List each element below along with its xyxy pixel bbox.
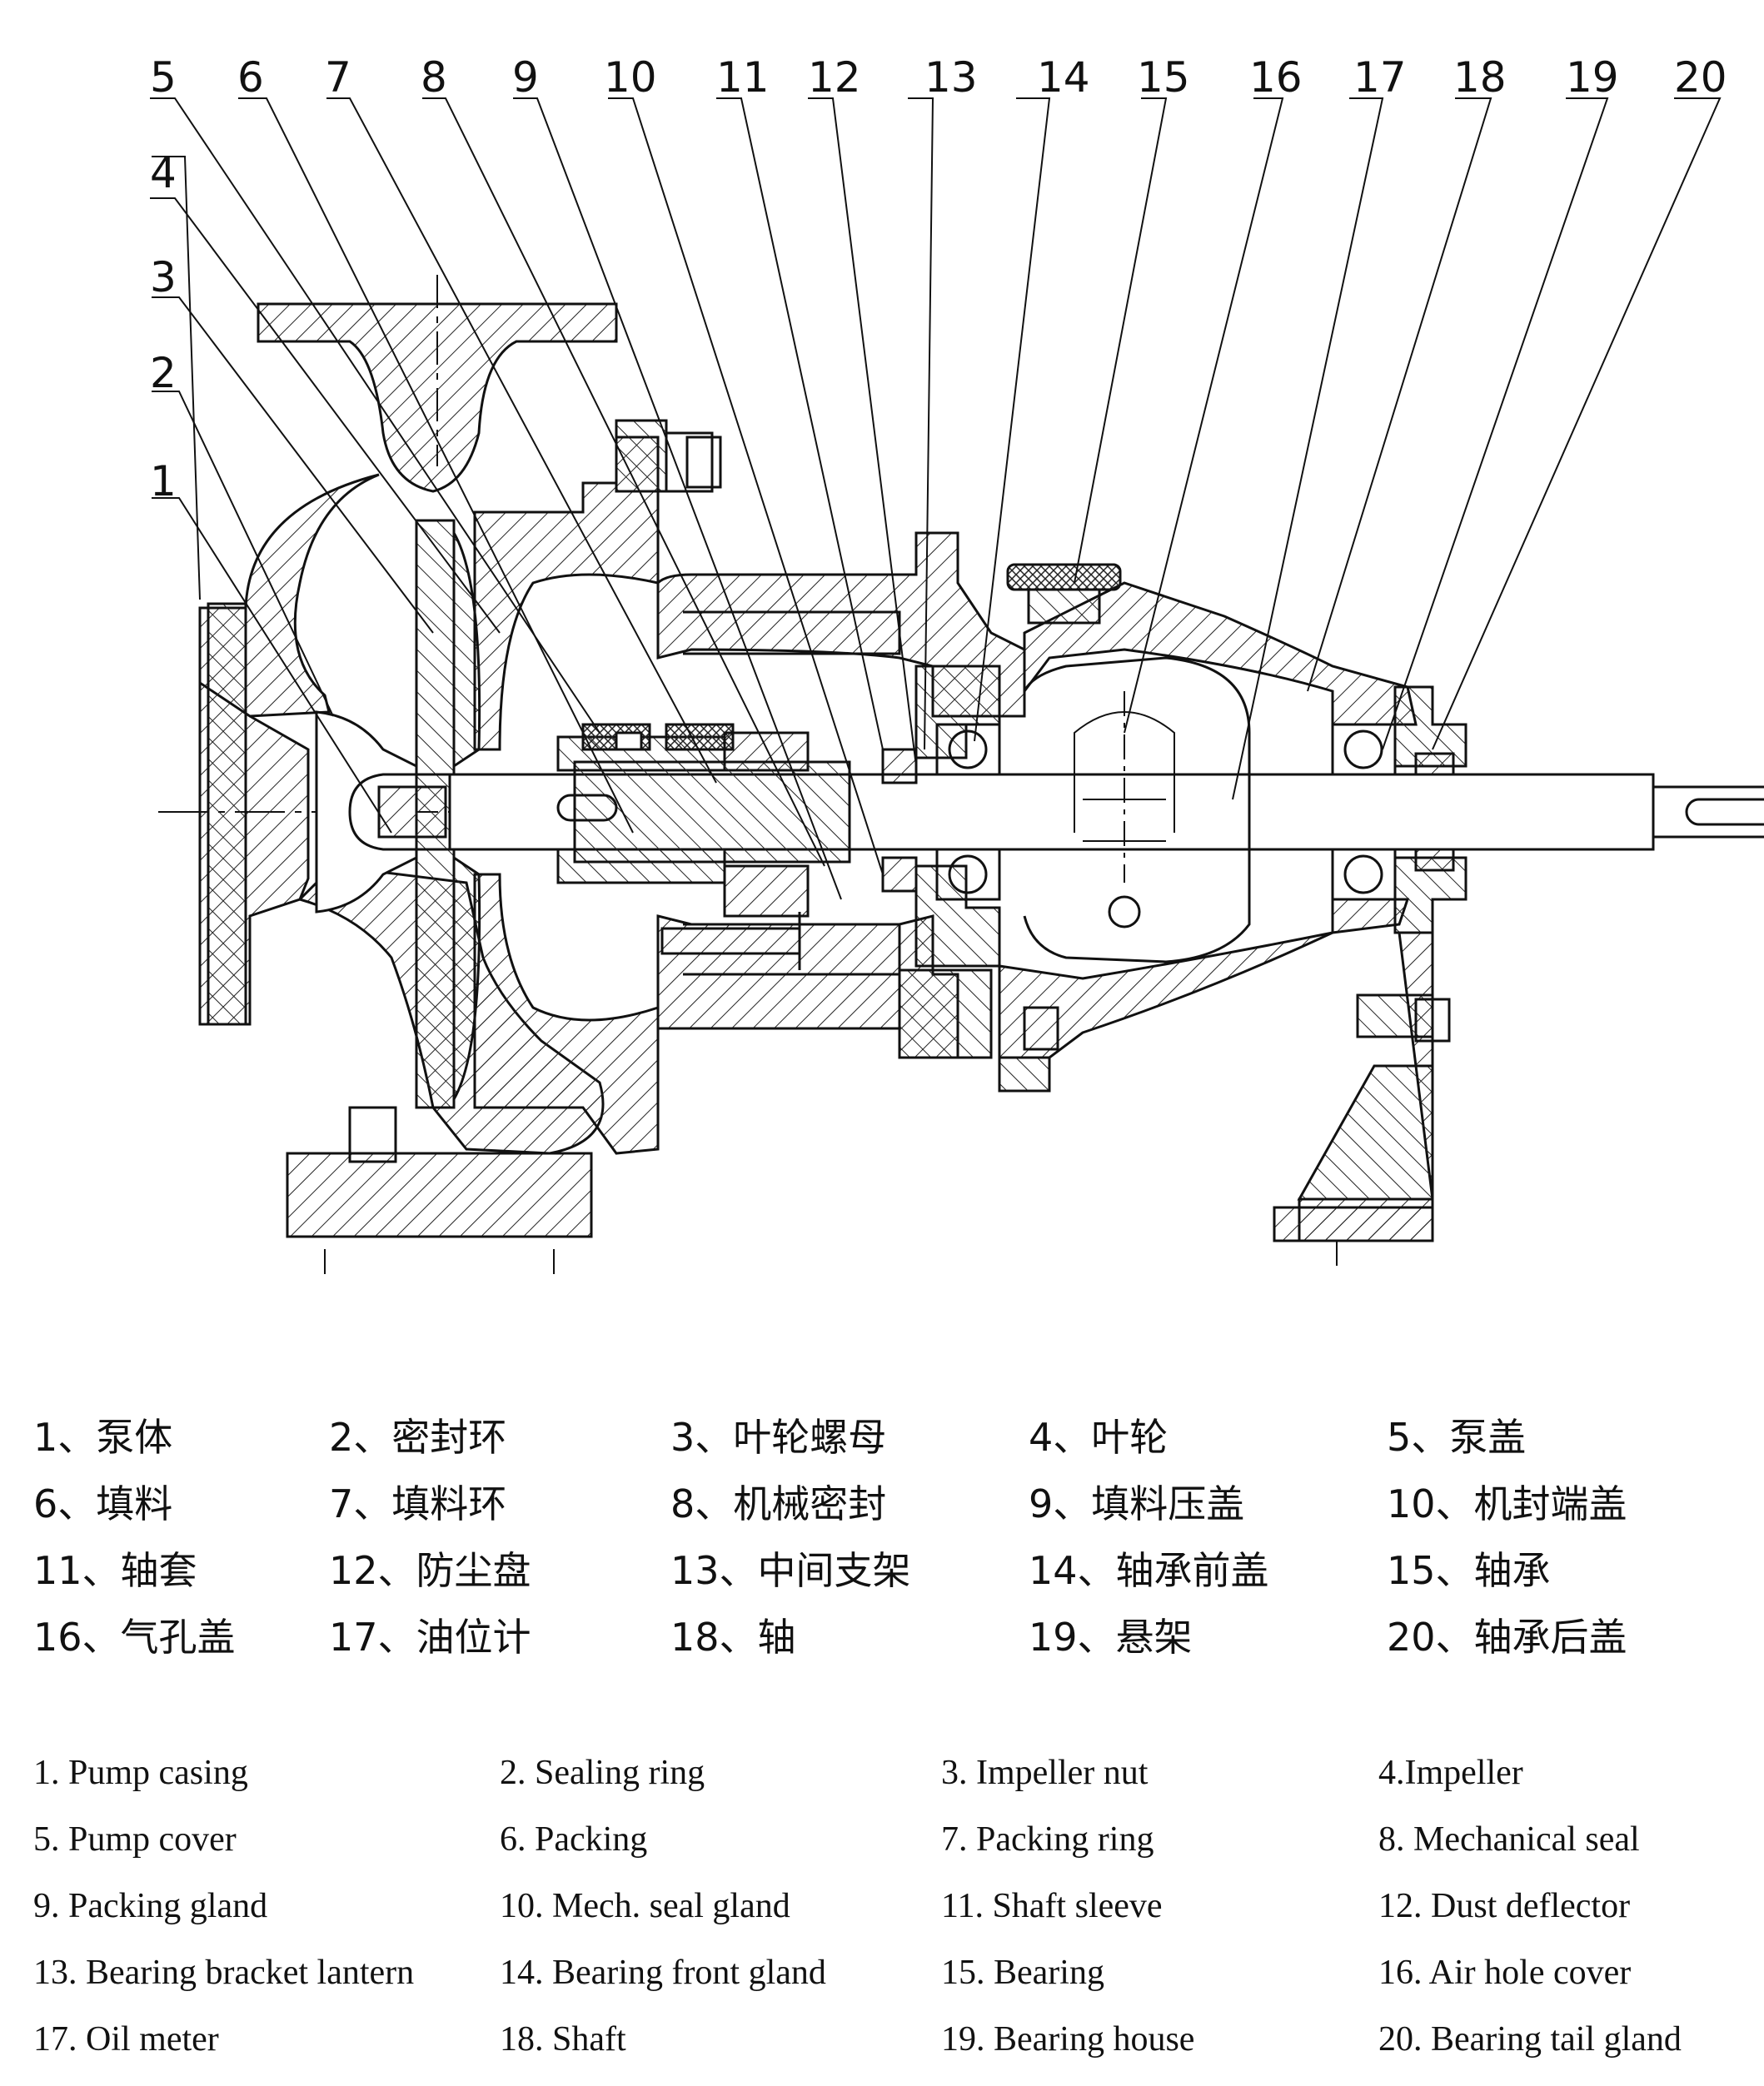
callout-2: 2 [150,349,177,397]
legend-cn-item: 18、轴 [670,1615,796,1660]
legend-en-item: 9. Packing gland [33,1887,268,1925]
legend-cn-item: 15、轴承 [1387,1548,1551,1593]
legend-cn-item: 5、泵盖 [1387,1415,1527,1460]
legend-en-item: 13. Bearing bracket lantern [33,1954,415,1992]
legend-en-item: 6. Packing [500,1820,648,1859]
legend-cn-row: 16、气孔盖 17、油位计 18、轴 19、悬架 20、轴承后盖 [33,1607,1749,1674]
legend-en-item: 19. Bearing house [941,2020,1195,2059]
callout-12: 12 [808,53,861,102]
legend-cn-item: 7、填料环 [329,1481,507,1526]
callout-14: 14 [1037,53,1090,102]
oil-meter [1074,691,1175,928]
legend-cn-item: 13、中间支架 [670,1548,911,1593]
legend-cn-item: 8、机械密封 [670,1481,887,1526]
legend-en-item: 15. Bearing [941,1954,1104,1992]
legend-cn-item: 6、填料 [33,1481,173,1526]
legend-en-item: 11. Shaft sleeve [941,1887,1163,1925]
callout-13: 13 [924,53,978,102]
callout-11: 11 [716,53,770,102]
legend-en-item: 18. Shaft [500,2020,626,2059]
callout-20: 20 [1674,53,1727,102]
legend-cn-item: 4、叶轮 [1029,1415,1169,1460]
callout-4: 4 [150,149,177,197]
legend-en-row: 13. Bearing bracket lantern 14. Bearing … [33,1953,1749,2019]
pump-cross-section-drawing: 5 6 7 8 9 10 11 12 13 14 15 16 17 18 19 … [150,53,1764,1274]
legend-en-item: 3. Impeller nut [941,1754,1149,1792]
legend-english: 1. Pump casing 2. Sealing ring 3. Impell… [33,1753,1749,2086]
callout-6: 6 [237,53,264,102]
legend-cn-row: 1、泵体 2、密封环 3、叶轮螺母 4、叶轮 5、泵盖 [33,1407,1749,1474]
shaft [348,760,1764,864]
callout-10: 10 [604,53,657,102]
legend-en-item: 1. Pump casing [33,1754,248,1792]
legend-chinese: 1、泵体 2、密封环 3、叶轮螺母 4、叶轮 5、泵盖 6、填料 7、填料环 8… [33,1407,1749,1674]
callout-9: 9 [512,53,539,102]
legend-en-item: 20. Bearing tail gland [1378,2020,1682,2059]
legend-cn-item: 17、油位计 [329,1615,531,1660]
callout-18: 18 [1453,53,1507,102]
legend-cn-item: 20、轴承后盖 [1387,1615,1627,1660]
callout-3: 3 [150,253,177,301]
legend-cn-row: 6、填料 7、填料环 8、机械密封 9、填料压盖 10、机封端盖 [33,1474,1749,1541]
front-bearing [935,723,1001,901]
legend-cn-item: 2、密封环 [329,1415,507,1460]
legend-en-item: 14. Bearing front gland [500,1954,826,1992]
callout-7: 7 [325,53,351,102]
legend-en-item: 2. Sealing ring [500,1754,705,1792]
leader-lines [150,97,1722,900]
legend-en-item: 17. Oil meter [33,2020,219,2059]
legend-cn-item: 16、气孔盖 [33,1615,236,1660]
legend-en-item: 7. Packing ring [941,1820,1154,1859]
legend-cn-row: 11、轴套 12、防尘盘 13、中间支架 14、轴承前盖 15、轴承 [33,1541,1749,1607]
tail-gland [1393,685,1468,934]
legend-en-item: 8. Mechanical seal [1378,1820,1640,1859]
legend-en-row: 9. Packing gland 10. Mech. seal gland 11… [33,1886,1749,1953]
legend-en-row: 1. Pump casing 2. Sealing ring 3. Impell… [33,1753,1749,1820]
legend-en-item: 4.Impeller [1378,1754,1523,1792]
legend-cn-item: 11、轴套 [33,1548,197,1593]
callout-5: 5 [150,53,177,102]
callout-8: 8 [421,53,447,102]
legend-en-item: 5. Pump cover [33,1820,237,1859]
legend-cn-item: 10、机封端盖 [1387,1481,1627,1526]
legend-en-row: 17. Oil meter 18. Shaft 19. Bearing hous… [33,2019,1749,2086]
callout-1: 1 [150,457,177,505]
air-hole-cover [1006,563,1122,625]
callout-labels: 5 6 7 8 9 10 11 12 13 14 15 16 17 18 19 … [150,53,1727,505]
legend-cn-item: 3、叶轮螺母 [670,1415,887,1460]
support-foot [1273,931,1434,1242]
callout-17: 17 [1353,53,1407,102]
callout-19: 19 [1566,53,1619,102]
legend-cn-item: 12、防尘盘 [329,1548,531,1593]
callout-15: 15 [1137,53,1190,102]
legend-cn-item: 19、悬架 [1029,1615,1193,1660]
callout-16: 16 [1249,53,1303,102]
legend-en-row: 5. Pump cover 6. Packing 7. Packing ring… [33,1820,1749,1886]
legend-en-item: 16. Air hole cover [1378,1954,1632,1992]
legend-en-item: 10. Mech. seal gland [500,1887,790,1925]
legend-cn-item: 9、填料压盖 [1029,1481,1245,1526]
legend-en-item: 12. Dust deflector [1378,1887,1631,1925]
impeller [315,519,481,1109]
legend-cn-item: 1、泵体 [33,1415,173,1460]
legend-cn-item: 14、轴承前盖 [1029,1548,1269,1593]
